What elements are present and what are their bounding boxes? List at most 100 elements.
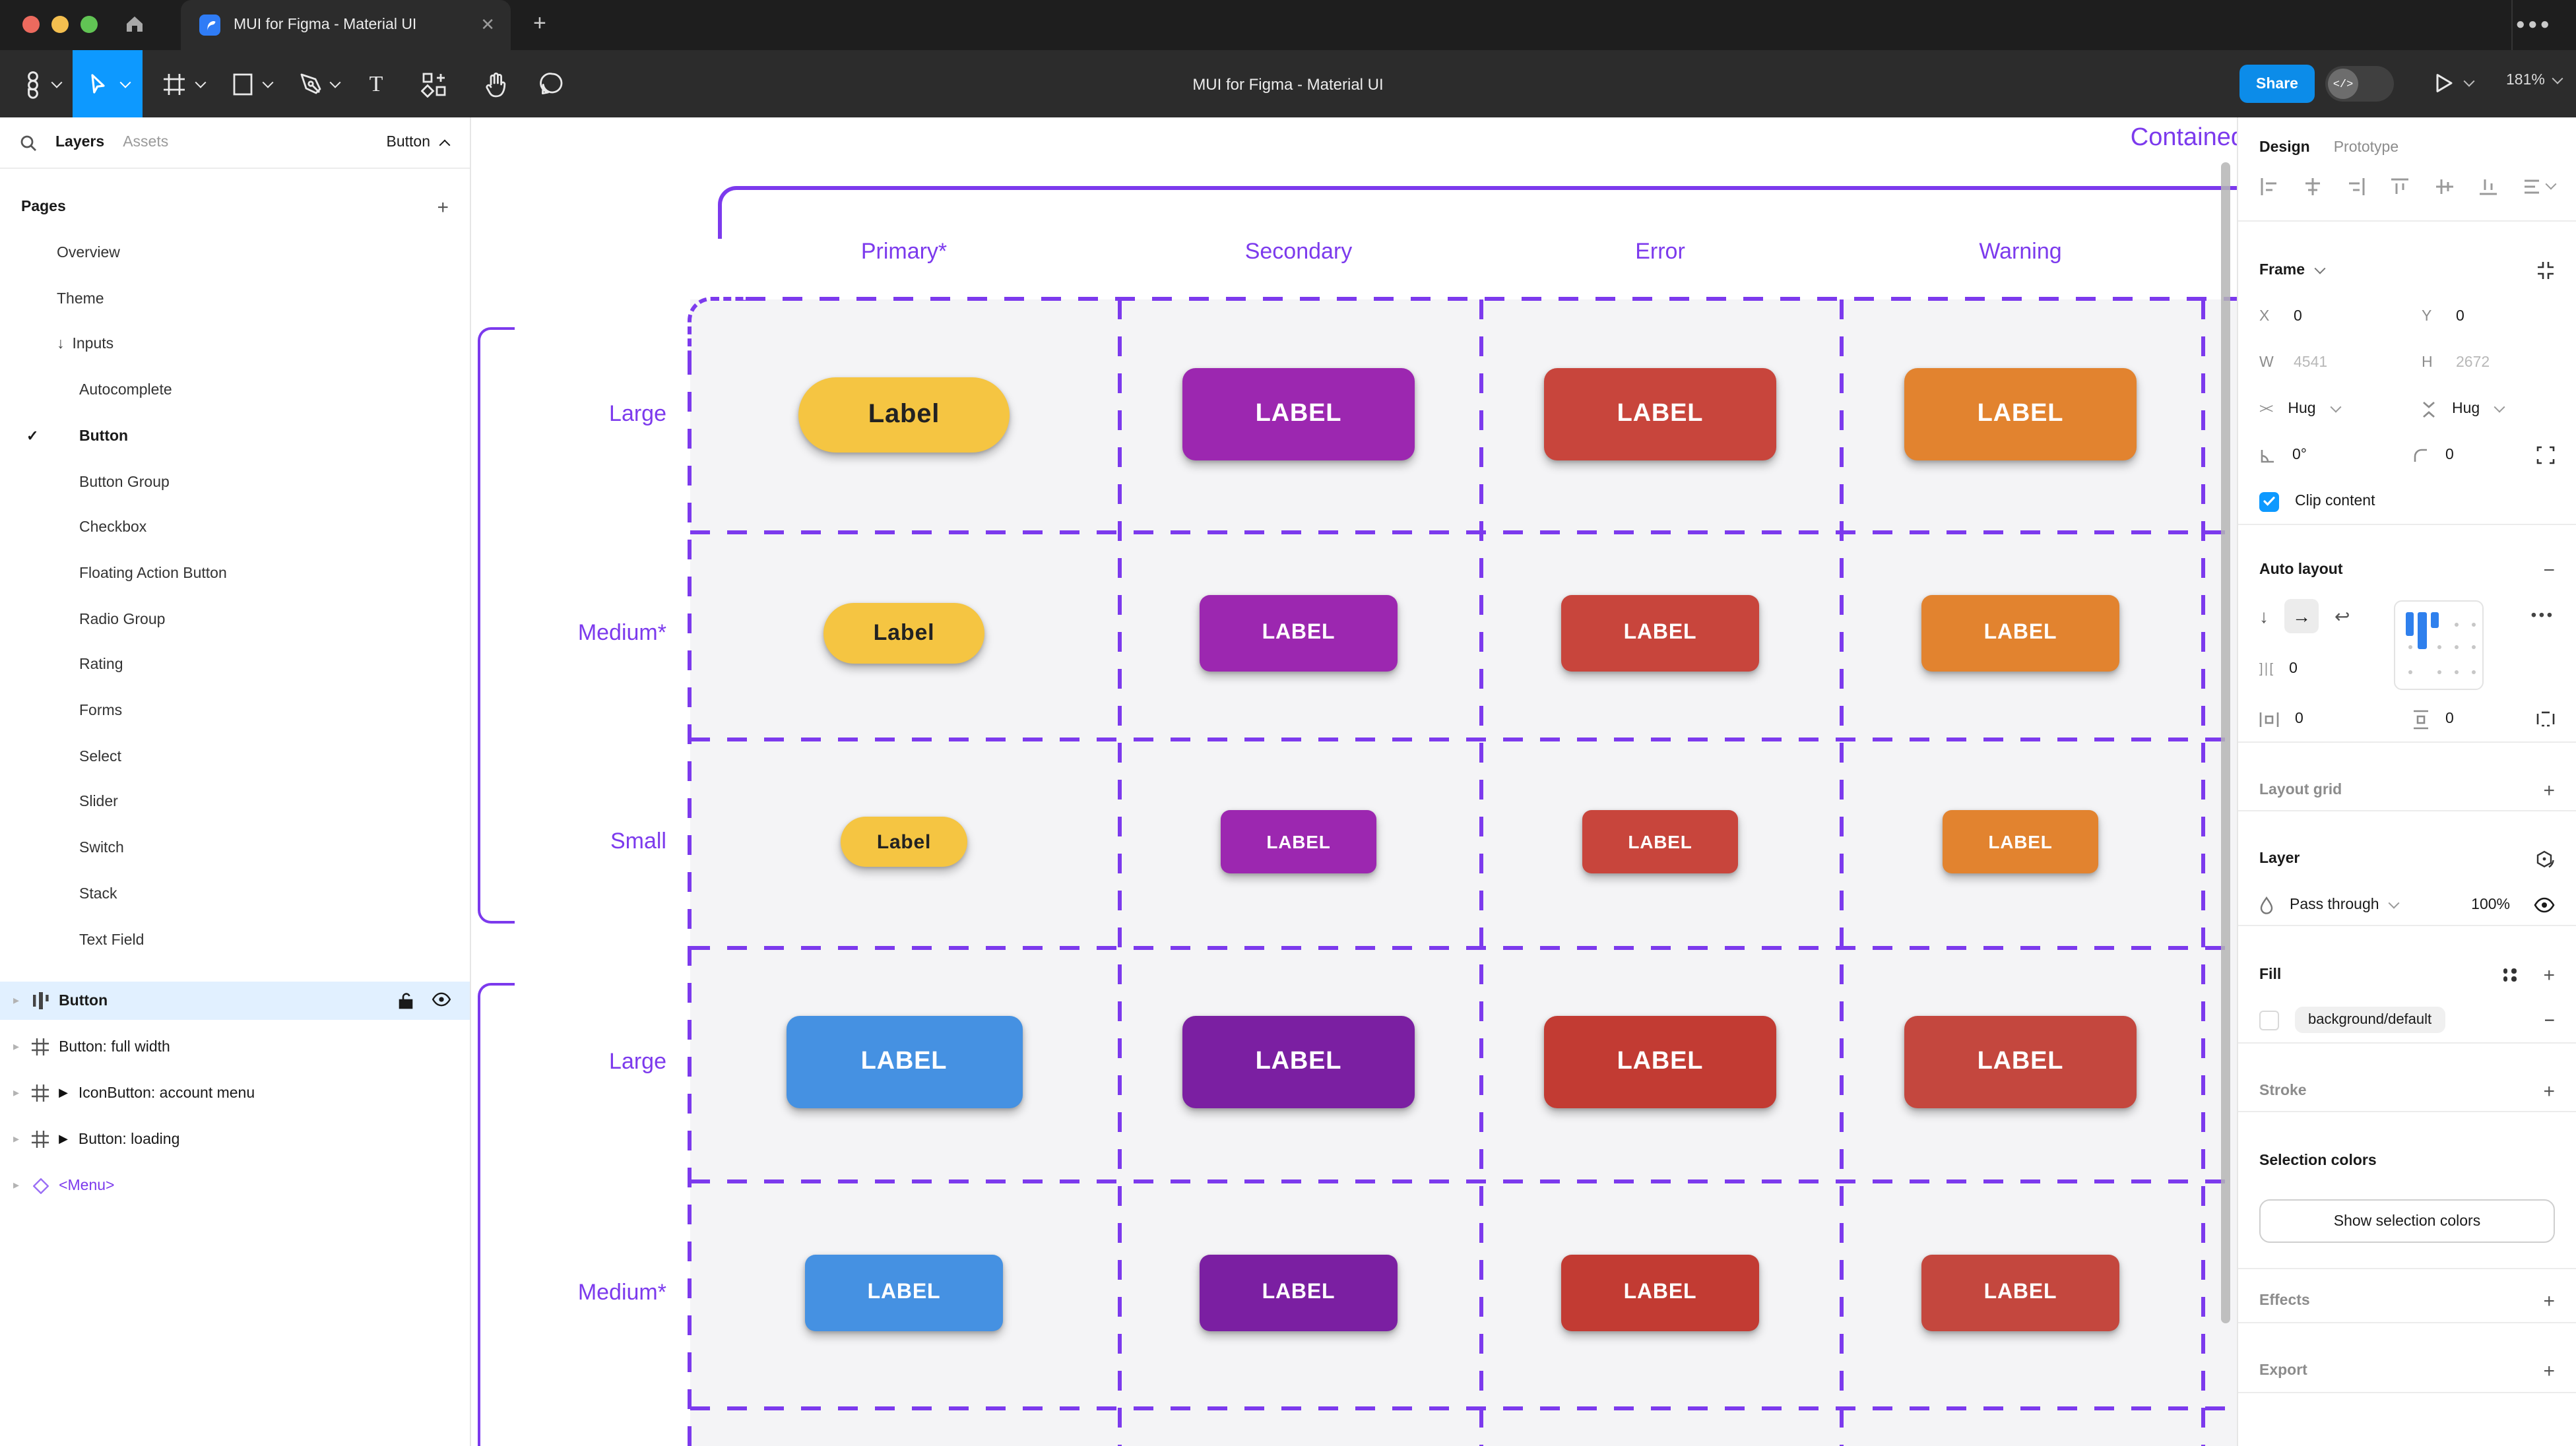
figma-main-menu-icon[interactable]	[13, 50, 53, 117]
canvas-frame-title[interactable]: Contained	[2130, 124, 2237, 152]
add-fill-icon[interactable]: +	[2543, 964, 2555, 986]
blend-mode-select[interactable]: Pass through	[2290, 897, 2379, 913]
vertical-resizing-select[interactable]: Hug	[2422, 400, 2555, 418]
auto-layout-alignment-matrix[interactable]	[2394, 600, 2484, 690]
layer-item--menu-[interactable]: ▸<Menu>	[0, 1166, 470, 1205]
page-item-checkbox[interactable]: Checkbox	[0, 505, 470, 550]
button-variant-r1c1[interactable]: Label	[798, 377, 1010, 452]
button-variant-r4c4[interactable]: LABEL	[1904, 1016, 2137, 1108]
horizontal-padding-field[interactable]: 0	[2259, 710, 2383, 728]
button-variant-r2c4[interactable]: LABEL	[1921, 595, 2119, 672]
add-export-icon[interactable]: +	[2543, 1360, 2555, 1382]
main-menu-chevron-icon[interactable]	[50, 50, 63, 117]
close-traffic-light[interactable]	[22, 16, 40, 33]
page-item-button[interactable]: ✓Button	[0, 414, 470, 459]
layer-item-button[interactable]: ▸Button	[0, 982, 470, 1020]
window-more-icon[interactable]: ●●●	[2515, 15, 2552, 33]
direction-vertical-icon[interactable]: ↓	[2259, 606, 2269, 627]
actions-tool-icon[interactable]	[417, 50, 451, 117]
share-button[interactable]: Share	[2239, 65, 2315, 103]
tab-layers[interactable]: Layers	[55, 135, 105, 150]
page-item-radio-group[interactable]: Radio Group	[0, 597, 470, 642]
align-right-icon[interactable]	[2347, 176, 2367, 196]
layer-expand-chevron-icon[interactable]: ▸	[13, 1040, 20, 1053]
button-variant-r2c3[interactable]: LABEL	[1561, 595, 1759, 672]
button-variant-r4c2[interactable]: LABEL	[1182, 1016, 1415, 1108]
layer-item-button-full-width[interactable]: ▸Button: full width	[0, 1028, 470, 1066]
page-item-overview[interactable]: Overview	[0, 231, 470, 276]
button-variant-r5c2[interactable]: LABEL	[1200, 1255, 1398, 1331]
button-variant-r3c2[interactable]: LABEL	[1221, 810, 1376, 873]
button-variant-r3c1[interactable]: Label	[841, 817, 967, 867]
direction-horizontal-icon-selected[interactable]: →	[2284, 599, 2319, 633]
present-play-icon[interactable]	[2435, 73, 2453, 94]
tab-design[interactable]: Design	[2259, 140, 2310, 156]
page-item-rating[interactable]: Rating	[0, 643, 470, 688]
button-variant-r4c1[interactable]: LABEL	[786, 1016, 1022, 1108]
direction-wrap-icon[interactable]: ↩	[2334, 605, 2350, 626]
button-variant-r5c4[interactable]: LABEL	[1921, 1255, 2119, 1331]
add-layout-grid-icon[interactable]: +	[2543, 779, 2555, 802]
rotation-field[interactable]: 0°	[2259, 447, 2383, 464]
layer-item-button-loading[interactable]: ▸▶Button: loading	[0, 1120, 470, 1158]
layer-expand-chevron-icon[interactable]: ▸	[13, 1086, 20, 1099]
add-page-icon[interactable]: +	[437, 196, 449, 218]
current-page-toggle[interactable]: Button	[387, 135, 451, 151]
clip-content-row[interactable]: Clip content	[2259, 484, 2555, 519]
tab-prototype[interactable]: Prototype	[2333, 140, 2399, 156]
corner-radius-field[interactable]: 0	[2412, 447, 2536, 464]
move-tool-icon[interactable]	[79, 50, 116, 117]
rectangle-tool-icon[interactable]	[227, 50, 259, 117]
zoom-chevron-icon[interactable]	[2552, 73, 2564, 84]
collapse-panel-icon[interactable]	[2536, 261, 2555, 280]
remove-auto-layout-icon[interactable]: −	[2543, 559, 2555, 581]
page-item-theme[interactable]: Theme	[0, 276, 470, 321]
layer-item-iconbutton-account-menu[interactable]: ▸▶IconButton: account menu	[0, 1074, 470, 1112]
present-chevron-icon[interactable]	[2463, 75, 2475, 87]
search-icon[interactable]	[20, 134, 37, 151]
tab-assets[interactable]: Assets	[123, 135, 169, 150]
maximize-traffic-light[interactable]	[80, 16, 98, 33]
frame-type-chevron-icon[interactable]	[2313, 263, 2325, 274]
horizontal-resizing-select[interactable]: >< Hug	[2259, 401, 2393, 417]
pen-tool-chevron-icon[interactable]	[329, 50, 342, 117]
frame-type-label[interactable]: Frame	[2259, 263, 2305, 278]
text-tool-icon[interactable]: T	[369, 71, 383, 96]
comment-tool-icon[interactable]	[534, 50, 569, 117]
fill-variable-pill[interactable]: background/default	[2295, 1007, 2445, 1033]
page-item-stack[interactable]: Stack	[0, 872, 470, 917]
page-item-switch[interactable]: Switch	[0, 826, 470, 871]
layer-opacity-value[interactable]: 100%	[2471, 897, 2510, 913]
page-item-button-group[interactable]: Button Group	[0, 460, 470, 505]
show-selection-colors-button[interactable]: Show selection colors	[2259, 1199, 2555, 1243]
independent-corners-icon[interactable]	[2536, 446, 2555, 464]
remove-fill-icon[interactable]: −	[2544, 1009, 2555, 1030]
home-icon[interactable]	[124, 13, 145, 34]
button-variant-r1c2[interactable]: LABEL	[1182, 368, 1415, 460]
dev-mode-toggle[interactable]: </>	[2325, 66, 2394, 102]
button-variant-r3c4[interactable]: LABEL	[1943, 810, 2098, 873]
align-top-icon[interactable]	[2391, 176, 2410, 196]
align-vertical-center-icon[interactable]	[2434, 176, 2454, 196]
gap-field[interactable]: ]∣[ 0	[2259, 661, 2298, 677]
align-left-icon[interactable]	[2259, 176, 2279, 196]
button-variant-r1c3[interactable]: LABEL	[1544, 368, 1776, 460]
independent-padding-icon[interactable]	[2536, 710, 2555, 728]
unlock-icon[interactable]	[399, 992, 413, 1009]
page-item-floating-action-button[interactable]: Floating Action Button	[0, 551, 470, 596]
pen-tool-icon[interactable]	[293, 50, 327, 117]
button-variant-r5c1[interactable]: LABEL	[805, 1255, 1003, 1331]
hand-tool-icon[interactable]	[479, 50, 513, 117]
page-item-select[interactable]: Select	[0, 734, 470, 779]
layer-expand-chevron-icon[interactable]: ▸	[13, 1178, 20, 1191]
layer-expand-chevron-icon[interactable]: ▸	[13, 1132, 20, 1145]
move-tool-chevron-icon[interactable]	[119, 50, 132, 117]
page-item-inputs[interactable]: ↓Inputs	[0, 323, 470, 367]
vertical-padding-field[interactable]: 0	[2412, 709, 2536, 729]
distribute-menu-icon[interactable]	[2522, 176, 2557, 196]
